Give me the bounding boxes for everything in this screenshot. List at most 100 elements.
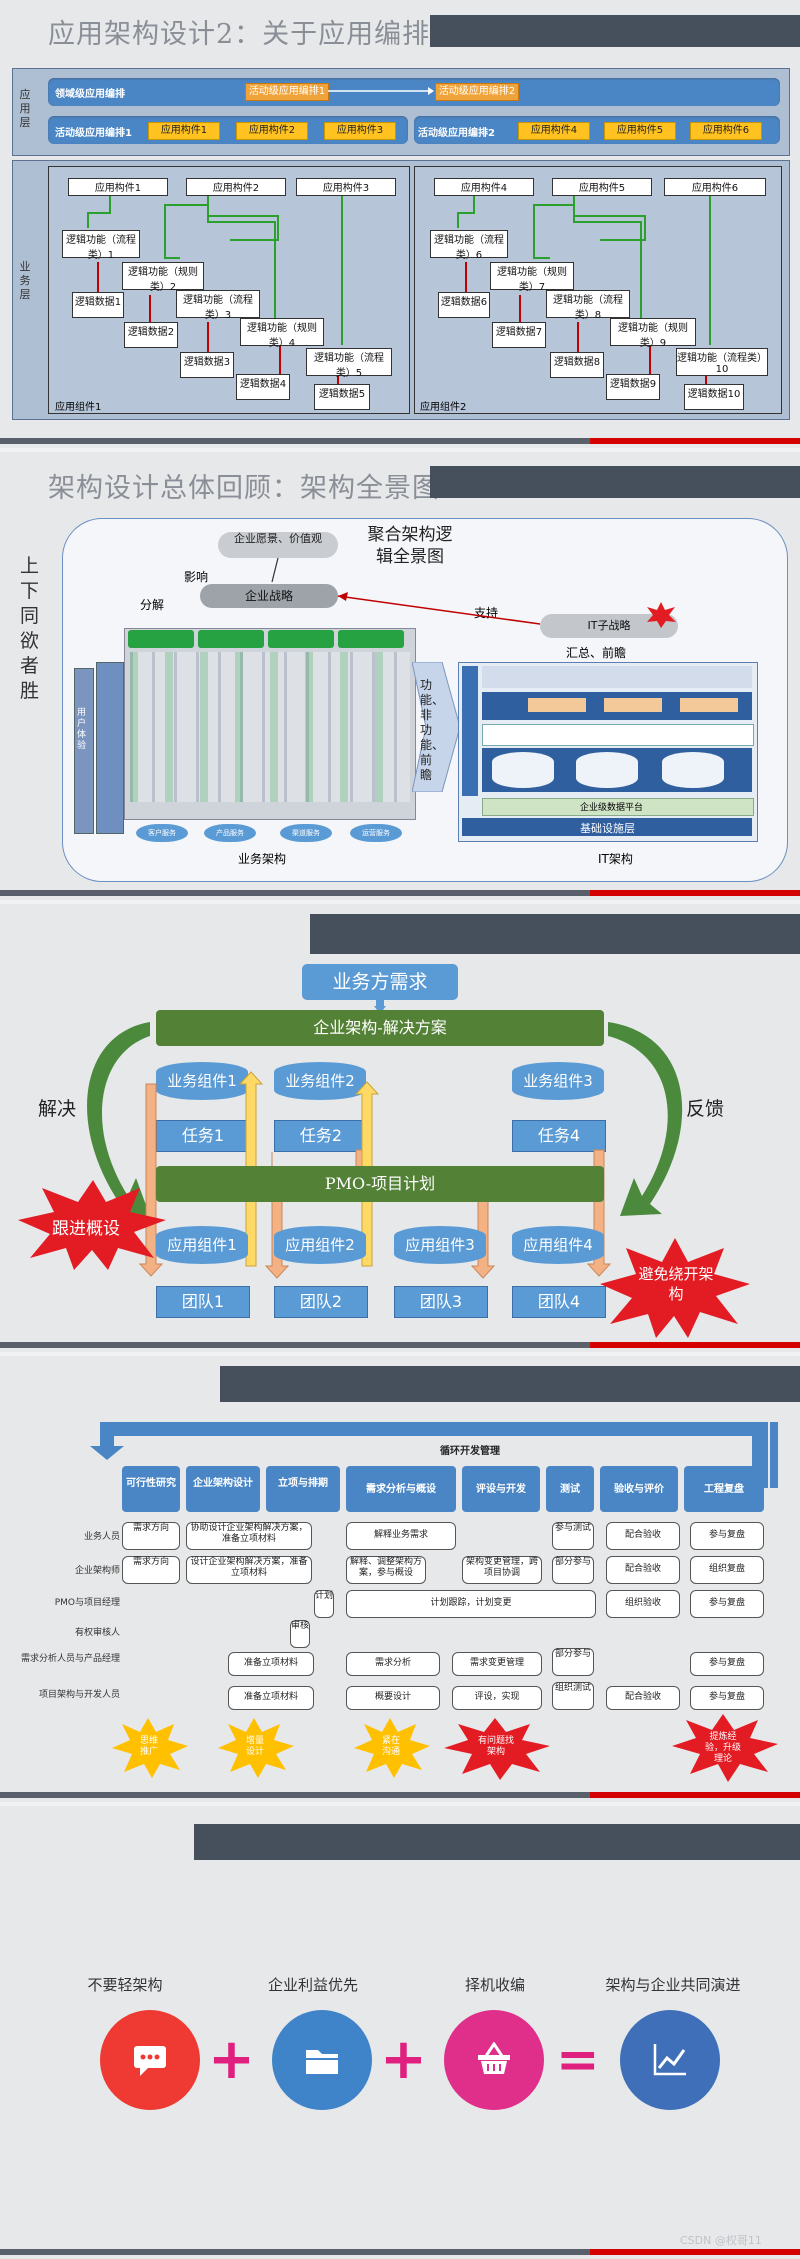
- app-layer-label: 应用层: [19, 88, 31, 129]
- top-component-1: 应用构件1: [148, 122, 220, 140]
- top-component-5: 应用构件5: [604, 122, 676, 140]
- r3-accept: 组织验收: [606, 1590, 680, 1618]
- it-devices-row: [482, 666, 752, 688]
- vision-node: 企业愿景、价值观: [218, 532, 338, 558]
- r5-ea: 准备立项材料: [228, 1652, 314, 1676]
- domain-tab-3: [268, 630, 334, 648]
- r2-feasibility: 需求方向: [122, 1556, 180, 1584]
- footer-accent: [590, 438, 800, 444]
- r1-ea: 协助设计企业架构解决方案，准备立项材料: [186, 1522, 312, 1550]
- tag-arrow: [328, 87, 434, 95]
- activity-app-tag-1: 活动级应用编排1: [245, 83, 329, 101]
- title-bar: [430, 15, 800, 47]
- follow-label: 跟进概设: [52, 1219, 120, 1239]
- biz-cyl-2: 产品服务: [204, 824, 256, 842]
- it-channel-col: [462, 666, 478, 796]
- phase-ea-design: 企业架构设计: [186, 1466, 260, 1512]
- r3-track: 计划跟踪，计划变更: [346, 1590, 596, 1618]
- pmo-bar: PMO-项目计划: [156, 1166, 604, 1202]
- r1-review: 参与复盘: [690, 1522, 764, 1550]
- r3-review: 参与复盘: [690, 1590, 764, 1618]
- it-app-cyl-1: [492, 752, 554, 788]
- left-data-1: 逻辑数据1: [72, 292, 124, 318]
- r6-accept: 配合验收: [606, 1686, 680, 1710]
- burst-evangelize: [112, 1718, 188, 1778]
- r6-dev: 评设，实现: [452, 1686, 542, 1710]
- chart-icon: [653, 2044, 686, 2076]
- top-component-6: 应用构件6: [690, 122, 762, 140]
- slide-title: 应用架构设计2：关于应用编排: [48, 19, 431, 50]
- domain-tab-4: [338, 630, 404, 648]
- basket-icon: [478, 2042, 510, 2074]
- it-arch-label: IT架构: [598, 852, 633, 866]
- role-analyst: 需求分析人员与产品经理: [20, 1654, 120, 1664]
- right-func-7: 逻辑功能（规则类）7: [490, 262, 574, 293]
- r5-dev: 需求变更管理: [452, 1652, 542, 1676]
- loop-arrow: [90, 1422, 778, 1488]
- influence-label: 影响: [184, 570, 209, 584]
- it-infra-label: 基础设施层: [580, 822, 635, 835]
- strategy-node: 企业战略: [200, 584, 338, 608]
- burst-lessons: [672, 1714, 778, 1782]
- biz-cyl-4: 运营服务: [350, 824, 402, 842]
- demand-arrow: [374, 1000, 386, 1014]
- biz-layer-label: 业务层: [19, 260, 31, 301]
- right-data-7: 逻辑数据7: [492, 322, 546, 348]
- phase-acceptance: 验收与评价: [600, 1466, 678, 1512]
- solve-label: 解决: [38, 1098, 77, 1120]
- footer-accent-3: [590, 1342, 800, 1348]
- phase-test: 测试: [546, 1466, 594, 1512]
- solution-bar: 企业架构-解决方案: [156, 1010, 604, 1046]
- phase-dev: 评设与开发: [462, 1466, 540, 1512]
- watermark: CSDN @权哥11: [680, 2234, 762, 2247]
- task-4: 任务4: [512, 1120, 606, 1152]
- group-2-label: 应用组件2: [420, 402, 467, 413]
- r1-accept: 配合验收: [606, 1522, 680, 1550]
- domain-tab-2: [198, 630, 264, 648]
- top-component-2: 应用构件2: [236, 122, 308, 140]
- label-evolve: 架构与企业共同演进: [605, 1976, 741, 1994]
- left-func-5: 逻辑功能（流程类）5: [306, 348, 392, 379]
- footer-line-3: [0, 1342, 800, 1348]
- user-exp-column: [74, 668, 94, 834]
- plus-sign-1: +: [208, 2027, 255, 2092]
- left-func-1: 逻辑功能（流程类）1: [62, 230, 140, 261]
- it-strategy-burst: [647, 602, 676, 628]
- footer-line-2: [0, 890, 800, 896]
- left-data-3: 逻辑数据3: [180, 352, 234, 378]
- left-component-3: 应用构件3: [296, 178, 396, 196]
- top-component-3: 应用构件3: [324, 122, 396, 140]
- app-component-3: 应用组件3: [394, 1226, 486, 1264]
- right-func-8: 逻辑功能（流程类）8: [546, 290, 630, 321]
- r5-test: 部分参与: [552, 1648, 594, 1676]
- activity-band-1-label: 活动级应用编排1: [55, 128, 132, 139]
- r2-ea: 设计企业架构解决方案，准备立项材料: [186, 1556, 312, 1584]
- plus-sign-2: +: [380, 2027, 427, 2092]
- demand-box: 业务方需求: [302, 964, 458, 1000]
- it-app-cyl-3: [662, 752, 724, 788]
- app-component-2: 应用组件2: [274, 1226, 366, 1264]
- loop-title: 循环开发管理: [440, 1446, 500, 1457]
- burst-lessons-label: 提炼经验，升级理论: [704, 1732, 741, 1764]
- burst-evangelize-label: 思维推广: [139, 1736, 158, 1757]
- footer-accent-2: [590, 890, 800, 896]
- phase-approval: 立项与排期: [266, 1466, 340, 1512]
- r1-feasibility: 需求方向: [122, 1522, 180, 1550]
- it-services-row: [482, 724, 754, 746]
- user-exp-label: 用户体验: [77, 708, 87, 751]
- panorama-headline: 聚合架构逻辑全景图: [367, 525, 453, 567]
- domain-tab-1: [128, 630, 194, 648]
- title-bar-2: [430, 466, 800, 498]
- right-func-9: 逻辑功能（规则类）9: [610, 318, 696, 349]
- footer-accent-4: [590, 1792, 800, 1798]
- biz-cyl-3: 渠道服务: [280, 824, 332, 842]
- it-gateway-1: [528, 698, 586, 712]
- chat-icon: [134, 2046, 166, 2076]
- app-component-4: 应用组件4: [512, 1226, 604, 1264]
- role-dev: 项目架构与开发人员: [38, 1690, 120, 1700]
- right-component-5: 应用构件5: [552, 178, 652, 196]
- it-data-label: 企业级数据平台: [580, 803, 644, 813]
- slide-title-2: 架构设计总体回顾：架构全景图: [48, 473, 440, 504]
- it-gateway-3: [680, 698, 738, 712]
- slide-principles: 不要轻架构 企业利益优先 择机收编 架构与企业共同演进 + + = CSDN @…: [0, 1806, 800, 2259]
